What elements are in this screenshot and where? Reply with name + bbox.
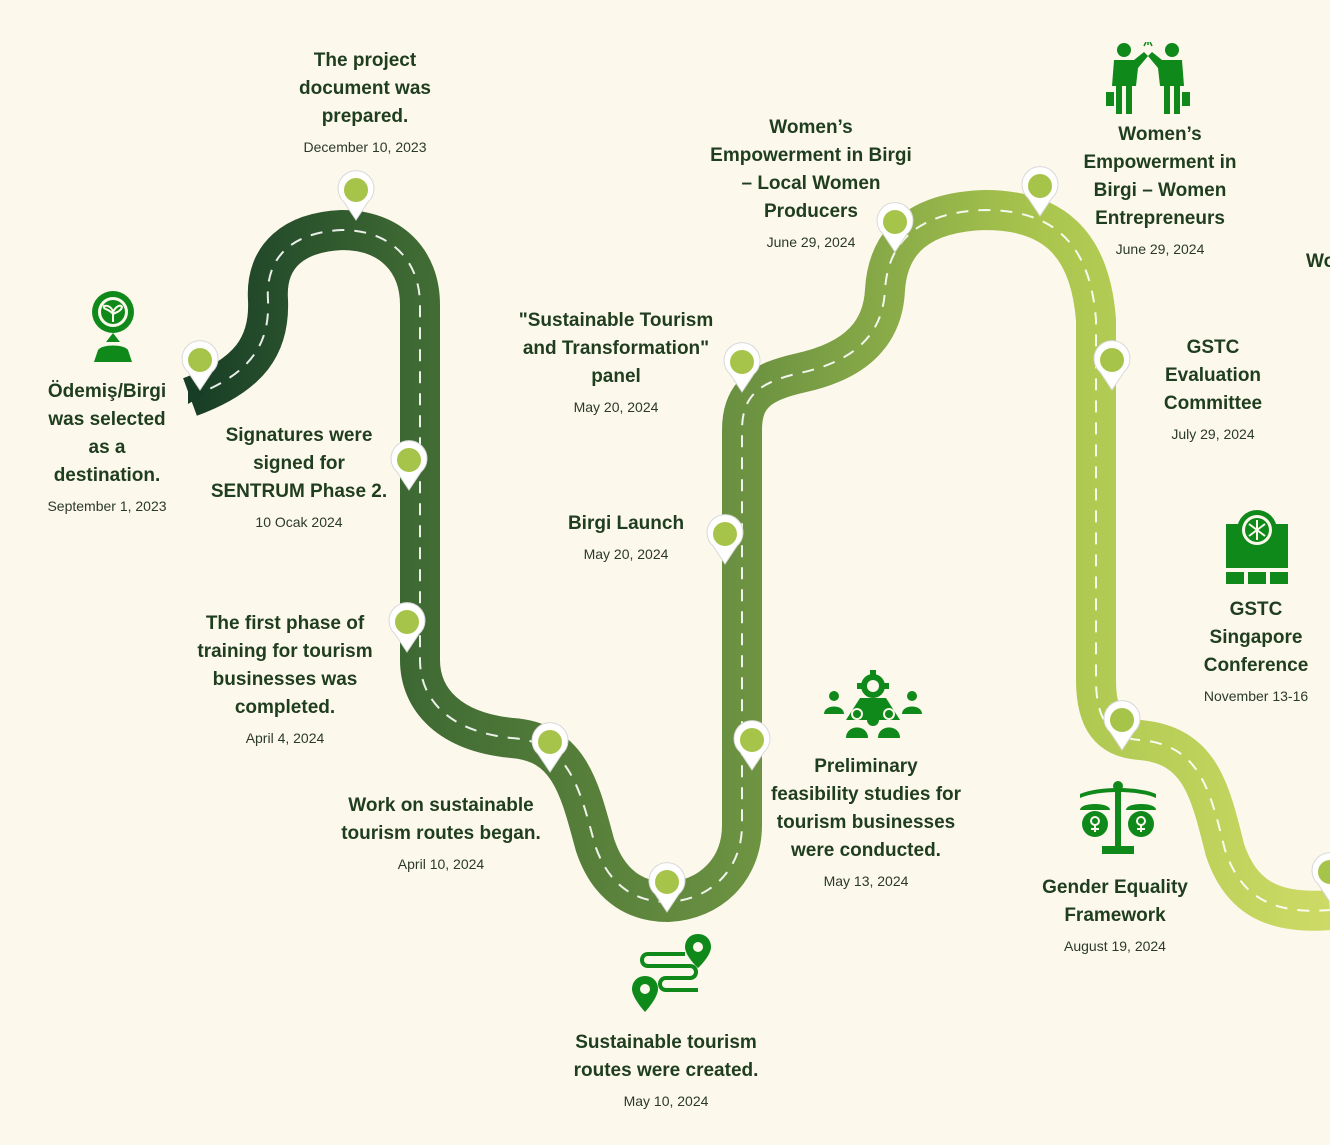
event-birgi-launch: Birgi Launch May 20, 2024 (552, 510, 700, 562)
event-date: September 1, 2023 (47, 498, 167, 514)
event-date: April 4, 2024 (245, 730, 325, 746)
event-signatures: Signatures were signed for SENTRUM Phase… (204, 422, 394, 530)
event-women-producers: Women’s Empowerment in Birgi – Local Wom… (706, 114, 916, 250)
event-feasibility-studies: Preliminary feasibility studies for tour… (770, 753, 962, 889)
event-destination-selected: Ödemiş/Birgi was selected as a destinati… (40, 378, 174, 514)
timeline-pin-icon (1021, 166, 1059, 217)
timeline-pin-icon (733, 720, 771, 771)
event-title: Signatures were signed for SENTRUM Phase… (210, 425, 388, 502)
timeline-pin-icon (1103, 700, 1141, 751)
event-gstc-singapore: GSTC Singapore Conference November 13-16 (1182, 596, 1330, 704)
event-project-document: The project document was prepared. Decem… (288, 47, 442, 155)
event-date: May 20, 2024 (583, 546, 669, 562)
event-title: Wo (1306, 251, 1330, 272)
team-gear-icon (824, 670, 922, 738)
event-routes-began: Work on sustainable tourism routes began… (338, 792, 544, 872)
women-handshake-icon (1106, 42, 1190, 114)
timeline-pin-icon (337, 170, 375, 221)
event-date: August 19, 2024 (1064, 938, 1166, 954)
event-title: Work on sustainable tourism routes began… (341, 795, 541, 844)
event-title: Gender Equality Framework (1042, 877, 1188, 926)
event-routes-created: Sustainable tourism routes were created.… (566, 1029, 766, 1109)
timeline-pin-icon (648, 862, 686, 913)
timeline-pin-icon (723, 342, 761, 393)
event-date: December 10, 2023 (303, 139, 427, 155)
event-date: June 29, 2024 (1115, 241, 1205, 257)
gender-scale-icon (1080, 781, 1156, 854)
event-date: 10 Ocak 2024 (255, 514, 343, 530)
event-gstc-committee: GSTC Evaluation Committee July 29, 2024 (1136, 334, 1290, 442)
event-date: November 13-16 (1203, 688, 1309, 704)
event-date: April 10, 2024 (397, 856, 485, 872)
event-title: GSTC Evaluation Committee (1163, 337, 1263, 414)
event-panel: "Sustainable Tourism and Transformation"… (516, 307, 716, 415)
event-women-entrepreneurs: Women’s Empowerment in Birgi – Women Ent… (1078, 121, 1242, 257)
destination-plant-icon (92, 291, 134, 362)
event-date: May 10, 2024 (623, 1093, 709, 1109)
event-partial: Wo (1306, 248, 1330, 276)
event-title: Women’s Empowerment in Birgi – Women Ent… (1083, 124, 1237, 229)
event-title: Women’s Empowerment in Birgi – Local Wom… (710, 117, 912, 222)
event-title: GSTC Singapore Conference (1203, 599, 1309, 676)
road-start-arrow (188, 384, 205, 404)
event-title: Birgi Launch (567, 513, 685, 534)
event-gender-equality: Gender Equality Framework August 19, 202… (1036, 874, 1194, 954)
event-date: May 20, 2024 (573, 399, 659, 415)
timeline-pin-icon (181, 340, 219, 391)
timeline-pin-icon (390, 440, 428, 491)
timeline-pin-icon (1311, 852, 1330, 903)
event-training-phase: The first phase of training for tourism … (190, 610, 380, 746)
event-title: "Sustainable Tourism and Transformation"… (518, 310, 714, 387)
event-title: Sustainable tourism routes were created. (573, 1032, 759, 1081)
timeline-pin-icon (531, 722, 569, 773)
certificate-icon (1226, 510, 1288, 584)
event-date: June 29, 2024 (766, 234, 856, 250)
event-title: Ödemiş/Birgi was selected as a destinati… (47, 381, 167, 486)
event-date: July 29, 2024 (1171, 426, 1255, 442)
timeline-pin-icon (706, 514, 744, 565)
timeline-pin-icon (1093, 340, 1131, 391)
event-title: The project document was prepared. (299, 50, 431, 127)
event-title: Preliminary feasibility studies for tour… (770, 756, 962, 861)
event-title: The first phase of training for tourism … (197, 613, 373, 718)
timeline-pin-icon (876, 202, 914, 253)
route-map-icon (632, 934, 711, 1012)
event-date: May 13, 2024 (823, 873, 909, 889)
timeline-pin-icon (388, 602, 426, 653)
